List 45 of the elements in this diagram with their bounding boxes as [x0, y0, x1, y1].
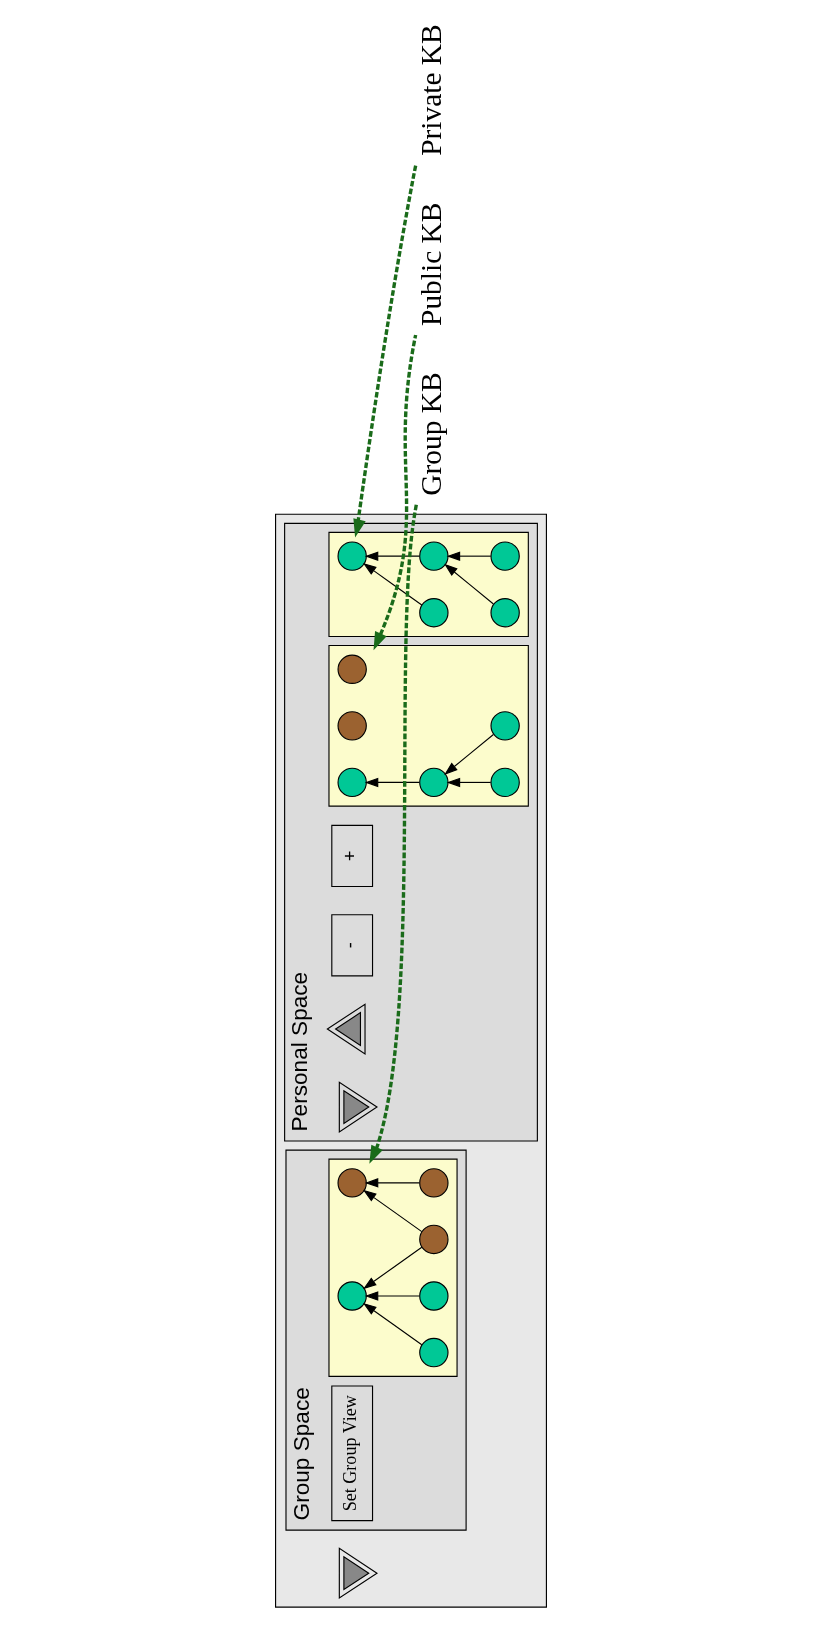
node-text: Private KB [414, 23, 447, 156]
arrow [364, 777, 420, 787]
node-box: Set Group View [331, 1384, 374, 1521]
node-circle [419, 1167, 449, 1198]
arrow [364, 550, 420, 561]
node-text: Public KB [414, 202, 447, 326]
arrow [364, 1177, 420, 1188]
arrow [362, 1302, 423, 1345]
node-text: Group KB [414, 371, 447, 496]
cluster [275, 513, 547, 1608]
arrow [362, 562, 423, 605]
node-box: - [331, 913, 374, 976]
node-circle [337, 710, 367, 741]
node-circle [337, 540, 367, 571]
arrow [353, 164, 418, 537]
node-triangle [338, 1546, 378, 1599]
arrow [444, 563, 494, 605]
cluster [328, 1158, 458, 1377]
node-circle [490, 710, 520, 741]
node-circle [419, 1280, 449, 1311]
node-circle [419, 540, 449, 571]
node-circle [337, 654, 367, 684]
node-circle [337, 767, 367, 797]
arrow [362, 1189, 423, 1232]
node-triangle [338, 1080, 378, 1133]
arrow [364, 1290, 420, 1301]
node-circle [490, 767, 520, 797]
arrow [373, 334, 418, 650]
arrow [362, 1246, 423, 1289]
node-circle [419, 597, 449, 627]
node-box: + [331, 824, 374, 887]
node-triangle [326, 1002, 366, 1055]
cluster [328, 531, 529, 637]
arrow [369, 504, 418, 1164]
node-circle [337, 1280, 367, 1311]
node-circle [490, 597, 520, 627]
arrow [446, 777, 492, 787]
arrow [446, 550, 492, 561]
node-circle [490, 540, 520, 571]
arrow [444, 733, 494, 775]
node-circle [419, 1224, 449, 1254]
node-circle [419, 767, 449, 797]
node-circle [419, 1337, 449, 1367]
node-circle [337, 1167, 367, 1198]
cluster [328, 644, 529, 807]
